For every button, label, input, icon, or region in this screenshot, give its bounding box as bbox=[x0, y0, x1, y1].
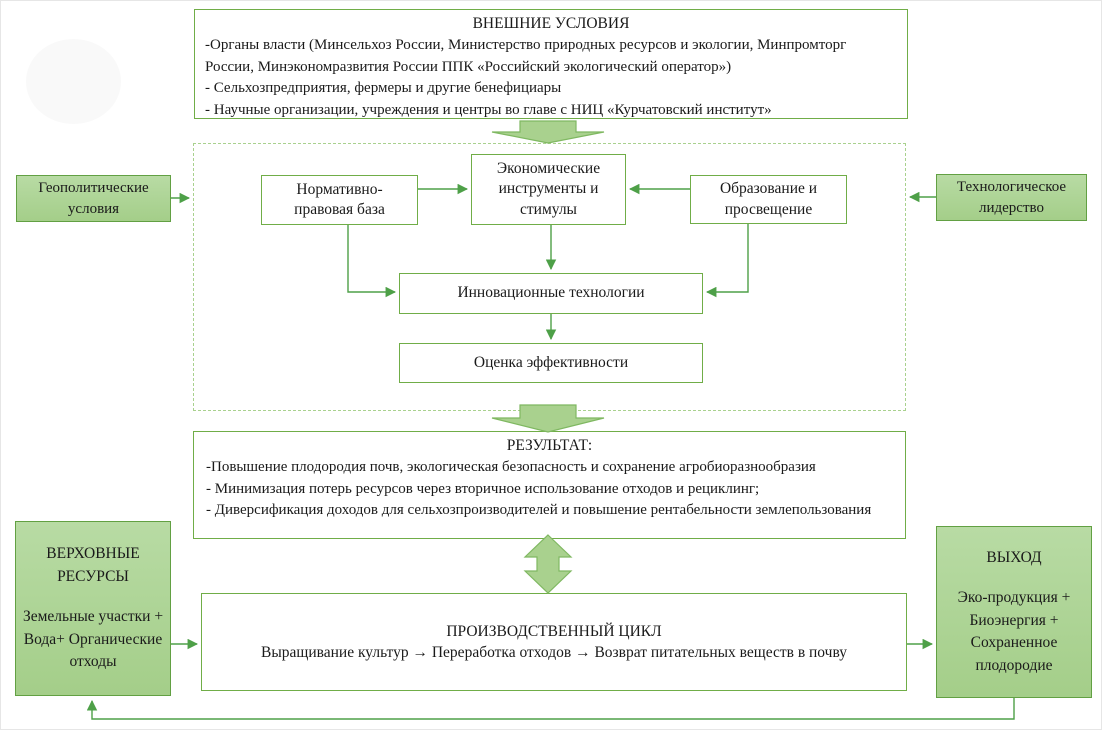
education-box: Образование и просвещение bbox=[690, 175, 847, 224]
result-bullet: - Минимизация потерь ресурсов через втор… bbox=[206, 480, 760, 497]
external-conditions-box: ВНЕШНИЕ УСЛОВИЯ -Органы власти (Минсельх… bbox=[194, 9, 908, 119]
arrow-normative-to-innovation bbox=[347, 225, 397, 298]
arrow-education-to-innovation bbox=[705, 224, 749, 298]
normative-base-box: Нормативно-правовая база bbox=[261, 175, 418, 225]
external-conditions-bullet: - Научные организации, учреждения и цент… bbox=[205, 101, 772, 118]
resources-title: ВЕРХОВНЫЕ РЕСУРСЫ bbox=[46, 545, 140, 585]
block-arrow-result-production-twoway bbox=[523, 534, 573, 594]
geopolitical-conditions-box: Геополитические условия bbox=[16, 175, 171, 222]
arrow-output-feedback-to-resources bbox=[86, 698, 1015, 720]
external-conditions-bullet: - Сельхозпредприятия, фермеры и другие б… bbox=[205, 80, 562, 96]
economic-instruments-label: Экономические инструменты и стимулы bbox=[496, 160, 601, 218]
production-cycle-box: ПРОИЗВОДСТВЕННЫЙ ЦИКЛ Выращивание культу… bbox=[201, 593, 907, 691]
watermark-circle bbox=[26, 39, 121, 124]
economic-instruments-box: Экономические инструменты и стимулы bbox=[471, 154, 626, 225]
result-bullet: - Диверсификация доходов для сельхозпрои… bbox=[206, 502, 872, 518]
output-title: ВЫХОД bbox=[986, 548, 1042, 566]
production-cycle-title: ПРОИЗВОДСТВЕННЫЙ ЦИКЛ bbox=[446, 622, 662, 640]
external-conditions-bullet: -Органы власти (Минсельхоз России, Минис… bbox=[205, 37, 847, 75]
output-body: Эко-продукция + Биоэнергия + Сохраненное… bbox=[957, 589, 1071, 674]
result-bullet: -Повышение плодородия почв, экологическа… bbox=[206, 459, 816, 475]
technological-leadership-label: Технологическое лидерство bbox=[956, 179, 1067, 216]
education-label: Образование и просвещение bbox=[719, 180, 818, 218]
innovation-technologies-label: Инновационные технологии bbox=[457, 284, 645, 302]
effectiveness-evaluation-box: Оценка эффективности bbox=[399, 343, 703, 383]
output-box: ВЫХОД Эко-продукция + Биоэнергия + Сохра… bbox=[936, 526, 1092, 698]
resources-body: Земельные участки + Вода+ Органические о… bbox=[22, 608, 164, 671]
geopolitical-conditions-label: Геополитические условия bbox=[38, 180, 149, 217]
block-arrow-dashed-to-result bbox=[491, 404, 605, 433]
result-title: РЕЗУЛЬТАТ: bbox=[506, 437, 593, 454]
production-cycle-flow: Выращивание культур → Переработка отходо… bbox=[261, 643, 847, 661]
block-arrow-external-to-dashed bbox=[491, 120, 605, 144]
technological-leadership-box: Технологическое лидерство bbox=[936, 174, 1087, 221]
effectiveness-evaluation-label: Оценка эффективности bbox=[473, 353, 629, 371]
normative-base-label: Нормативно-правовая база bbox=[294, 180, 385, 218]
external-conditions-title: ВНЕШНИЕ УСЛОВИЯ bbox=[472, 15, 630, 32]
resources-box: ВЕРХОВНЫЕ РЕСУРСЫ Земельные участки + Во… bbox=[15, 521, 171, 696]
innovation-technologies-box: Инновационные технологии bbox=[399, 273, 703, 314]
result-box: РЕЗУЛЬТАТ: -Повышение плодородия почв, э… bbox=[193, 431, 906, 539]
